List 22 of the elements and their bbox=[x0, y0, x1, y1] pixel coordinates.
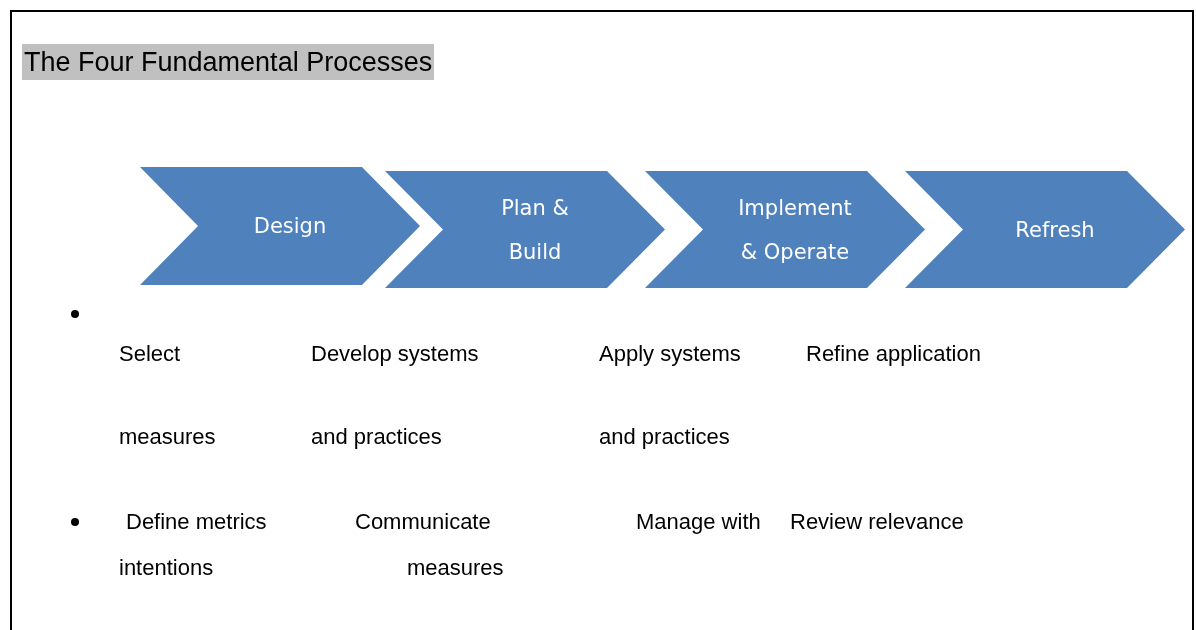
step-label: Plan & Build bbox=[500, 194, 570, 266]
description-text: Refine application bbox=[806, 341, 981, 367]
description-text: Select bbox=[119, 341, 181, 367]
description-text: intentions bbox=[119, 555, 214, 581]
step-label: Refresh bbox=[1014, 216, 1096, 244]
description-text: and practices bbox=[599, 424, 730, 450]
process-step-shape bbox=[645, 171, 925, 288]
highlighted-heading: The Four Fundamental Processes bbox=[22, 44, 435, 80]
description-text: and practices bbox=[311, 424, 442, 450]
description-text: measures bbox=[119, 424, 216, 450]
description-text: Develop systems bbox=[311, 341, 479, 367]
description-text: Manage with bbox=[636, 509, 761, 535]
description-text: Communicate bbox=[355, 509, 491, 535]
process-step-shape bbox=[140, 167, 420, 285]
description-text: measures bbox=[407, 555, 504, 581]
process-step-shape bbox=[905, 171, 1185, 288]
description-text: Review relevance bbox=[790, 509, 964, 535]
description-text: Define metrics bbox=[126, 509, 267, 535]
step-label: Implement & Operate bbox=[737, 194, 853, 266]
description-text: Apply systems bbox=[599, 341, 741, 367]
process-step-shape bbox=[385, 171, 665, 288]
step-label: Design bbox=[252, 213, 328, 240]
